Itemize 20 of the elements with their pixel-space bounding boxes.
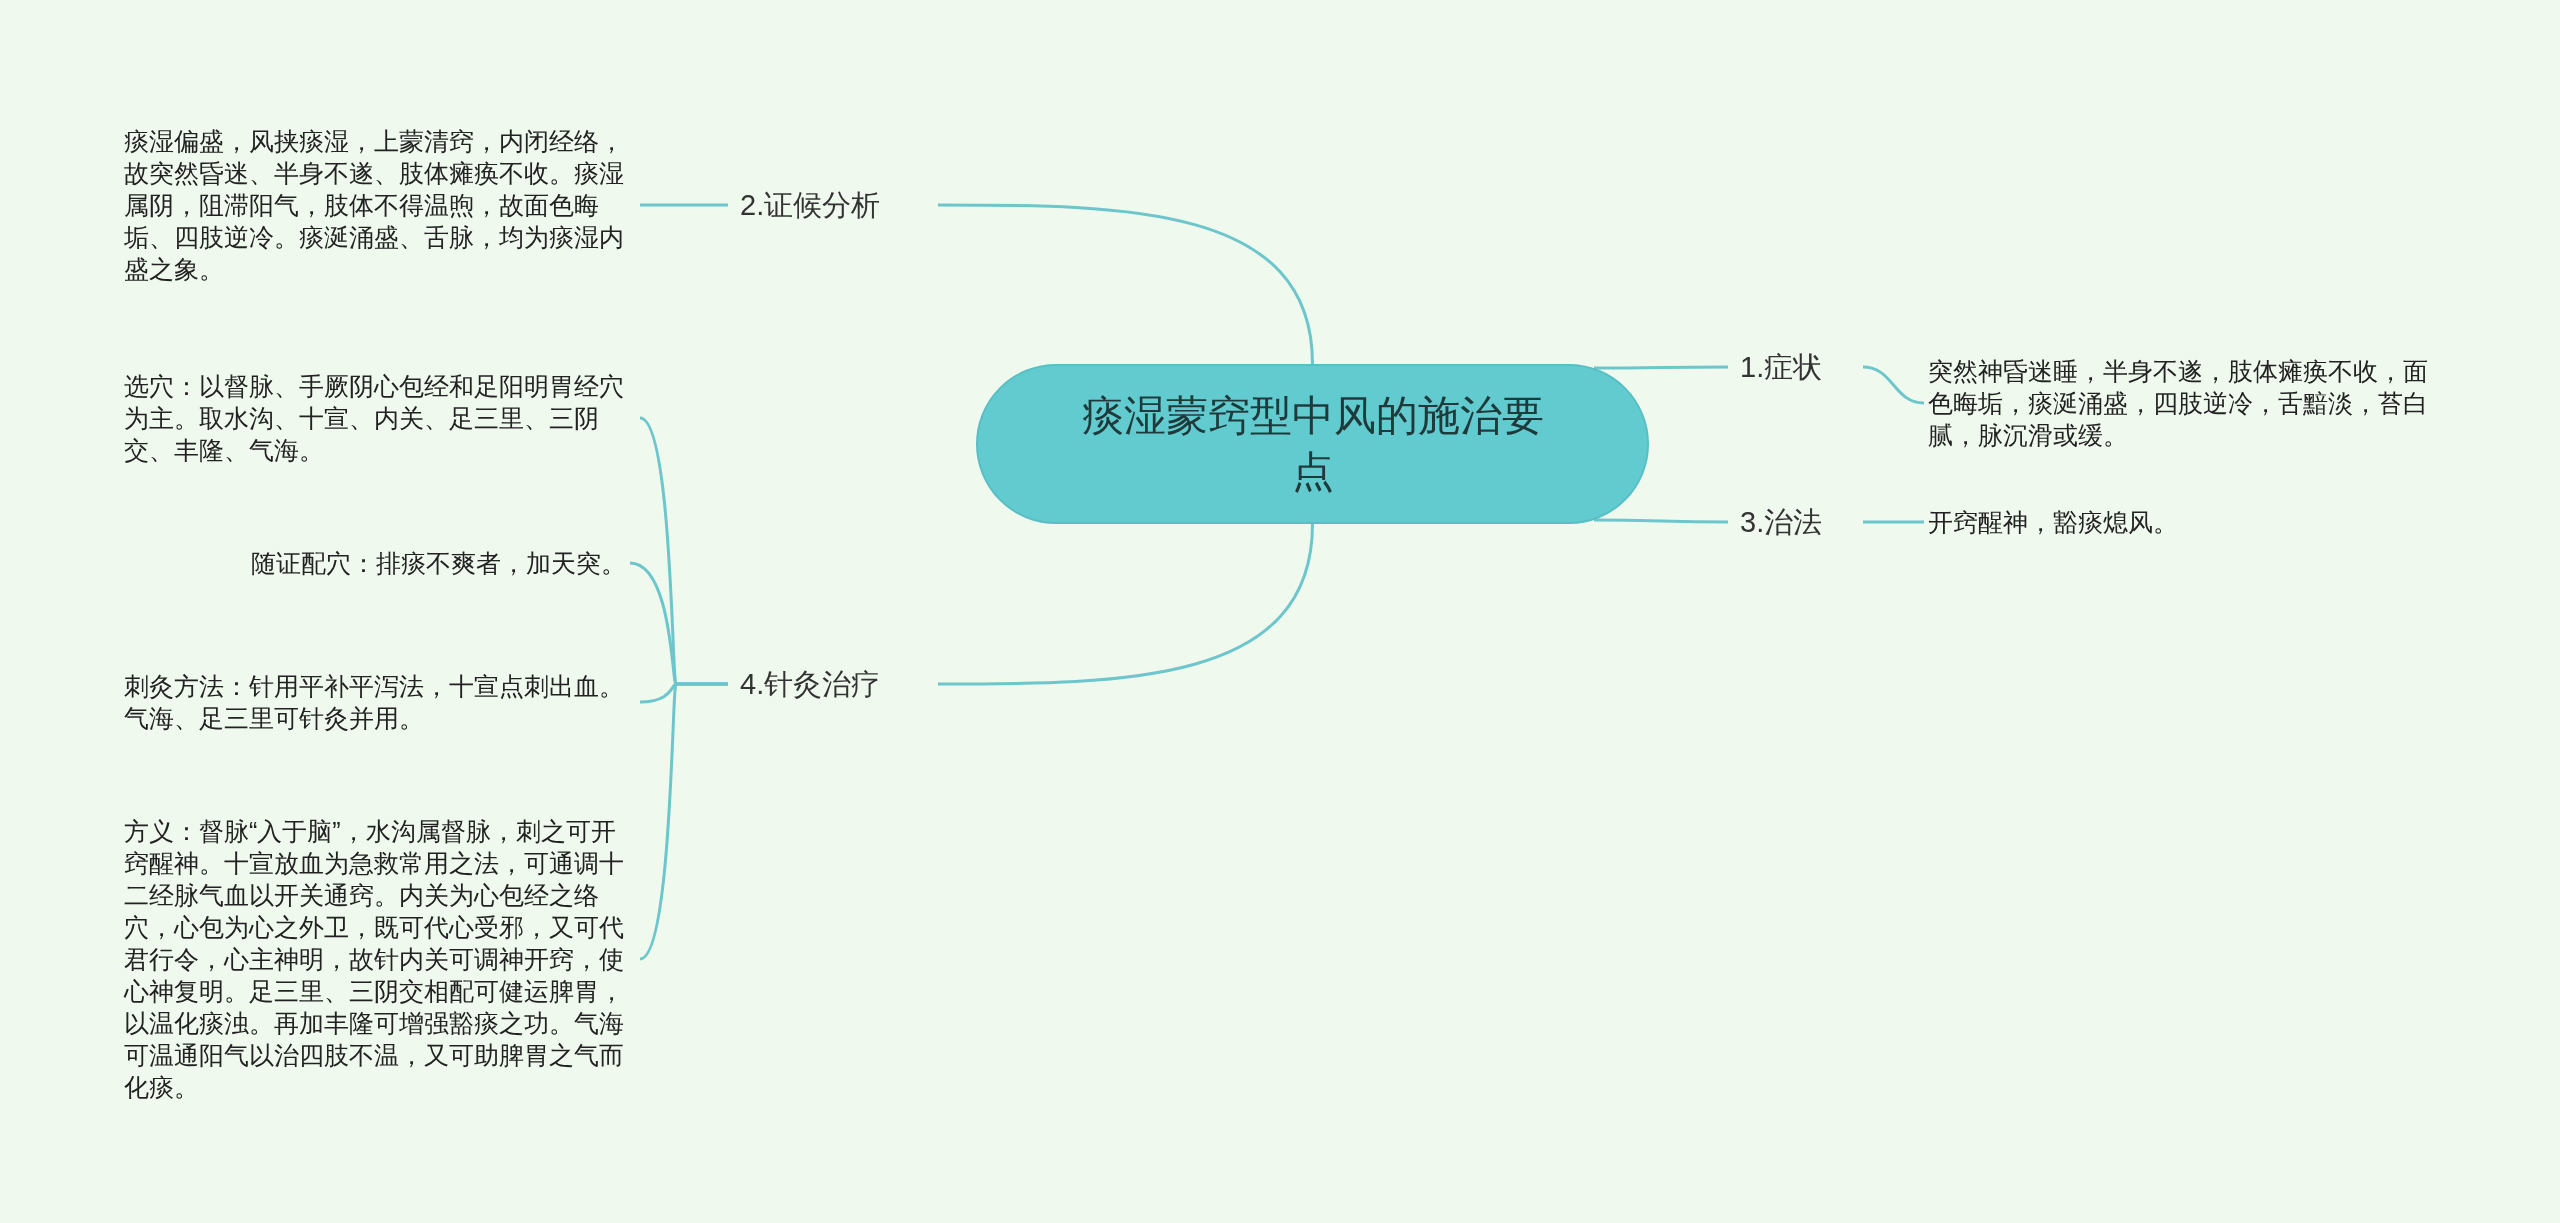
detail-text: 开窍醒神，豁痰熄风。 [1924,506,2444,538]
detail-text: 方义：督脉“入于脑”，水沟属督脉，刺之可开窍醒神。十宣放血为急救常用之法，可通调十二经脉气血以开关通窍。内关为心包经之络穴，心包为心之外卫，既可代心受邪，又可代君行令，心主神明，故针内关可调神开窍，使心神复明。足三里、三阴交相配可健运脾胃，以温化痰浊。再加丰隆可增强豁痰之功。气海可温通阳气以治四肢不温，又可助脾胃之气而化痰。 [120,815,640,1103]
detail-text: 突然神昏迷睡，半身不遂，肢体瘫痪不收，面色晦垢，痰涎涌盛，四肢逆冷，舌黯淡，苔白腻，脉沉滑或缓。 [1924,355,2444,451]
connector-line [1594,518,1728,524]
connector-line [1594,365,1728,370]
connector-line [938,523,1314,686]
detail-text: 选穴：以督脉、手厥阴心包经和足阳明胃经穴为主。取水沟、十宣、内关、足三里、三阴交、丰隆、气海。 [120,370,640,466]
branch-topic: 2.证候分析 [728,184,938,226]
connector-line [938,203,1314,365]
branch-topic: 1.症状 [1728,346,1863,388]
branch-topic: 3.治法 [1728,501,1863,543]
connector-line [1863,520,1924,524]
detail-text: 随证配穴：排痰不爽者，加天突。 [226,547,630,579]
branch-topic: 4.针灸治疗 [728,663,938,705]
detail-text: 刺灸方法：针用平补平泻法，十宣点刺出血。气海、足三里可针灸并用。 [120,670,640,734]
connector-line [639,682,728,961]
connector-line [640,203,728,207]
connector-line [1862,365,1925,405]
detail-text: 痰湿偏盛，风挟痰湿，上蒙清窍，内闭经络，故突然昏迷、半身不遂、肢体瘫痪不收。痰湿属阴，阻滞阳气，肢体不得温煦，故面色晦垢、四肢逆冷。痰涎涌盛、舌脉，均为痰湿内盛之象。 [120,125,640,285]
topic-title: 痰湿蒙窍型中风的施治要点 [1080,391,1545,497]
